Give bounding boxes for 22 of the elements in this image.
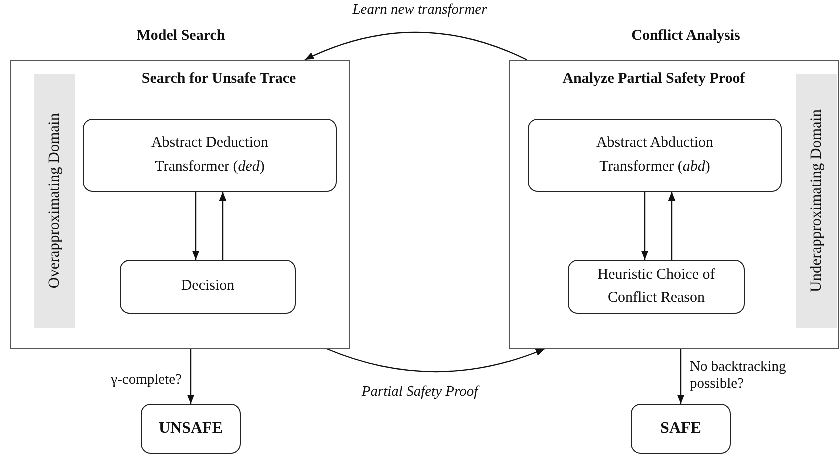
section-heading: Model Search [136, 28, 226, 45]
process-box: Decision [120, 260, 296, 314]
domain-band [796, 74, 837, 328]
arrow [677, 349, 685, 404]
band-label: Overapproximating Domain [46, 113, 64, 289]
curved-arrow [304, 32, 528, 61]
arrow [641, 192, 649, 260]
process-box: Heuristic Choice of Conflict Reason [568, 260, 745, 314]
section-heading: Conflict Analysis [630, 28, 742, 45]
process-box: Abstract Deduction Transformer (ded) [83, 119, 337, 192]
arrow [668, 192, 676, 260]
panel-heading: Analyze Partial Safety Proof [562, 71, 746, 88]
arrow [187, 349, 195, 404]
arrow [219, 192, 227, 260]
process-box: Abstract Abduction Transformer (abd) [528, 119, 782, 192]
band-label: Underapproximating Domain [808, 110, 826, 292]
arrow [192, 192, 200, 260]
result-box: UNSAFE [141, 404, 241, 454]
curved-arrow [326, 348, 546, 373]
domain-band [34, 74, 75, 328]
panel-heading: Search for Unsafe Trace [140, 71, 298, 88]
result-box: SAFE [631, 404, 731, 454]
